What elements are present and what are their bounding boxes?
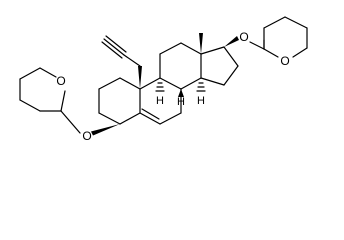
structure-diagram: O O O — [19, 16, 308, 143]
thp-left-ring-oxygen: O — [56, 74, 65, 88]
c17-wedge-bond — [224, 36, 239, 47]
ring-c — [159, 42, 202, 90]
h9-hash-bond — [155, 82, 165, 92]
c13-methyl-wedge — [199, 33, 203, 54]
ether-oxygen-c3: O — [82, 129, 91, 143]
h8-label: H — [177, 96, 185, 108]
ether-oxygen-c17: O — [239, 30, 248, 44]
right-thp-ring — [249, 16, 308, 58]
ring-a — [98, 77, 141, 125]
ring-d — [200, 46, 239, 86]
propargyl-group — [101, 35, 142, 89]
left-thp-ring — [19, 67, 81, 134]
molecule-canvas: O O O — [19, 16, 308, 143]
h14-hash-bond — [196, 82, 206, 92]
thp-right-ring-oxygen: O — [280, 54, 289, 68]
h14-label: H — [197, 95, 205, 107]
h9-label: H — [156, 95, 164, 107]
c3-wedge-bond — [91, 124, 120, 136]
h8-wedge-bond — [178, 89, 184, 97]
